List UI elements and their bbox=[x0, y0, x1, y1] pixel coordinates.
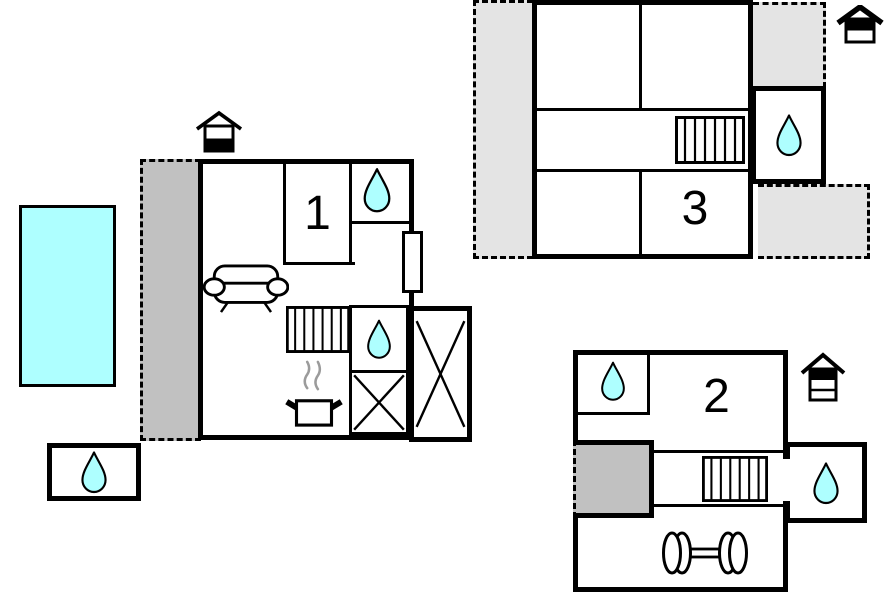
wall bbox=[537, 169, 748, 172]
crossed-box bbox=[349, 370, 409, 435]
wall bbox=[578, 412, 650, 415]
wall bbox=[349, 164, 352, 265]
terrace-strip bbox=[473, 0, 533, 259]
wall bbox=[654, 504, 783, 507]
balcony-strip bbox=[758, 184, 870, 259]
swimming-pool bbox=[19, 205, 116, 387]
doorway-opening bbox=[782, 459, 794, 501]
wall bbox=[639, 5, 642, 108]
water-drop-icon bbox=[363, 168, 391, 213]
bathroom bbox=[349, 305, 409, 373]
door bbox=[402, 231, 423, 293]
unit-2-label: 2 bbox=[703, 370, 730, 423]
unit-3-bathroom bbox=[751, 86, 826, 184]
wall bbox=[352, 221, 409, 224]
stairs-icon bbox=[702, 456, 768, 502]
wall bbox=[647, 355, 650, 415]
floor-level-ground-icon bbox=[195, 110, 243, 153]
floor-level-upper-icon bbox=[836, 5, 884, 44]
water-drop-icon bbox=[601, 361, 625, 401]
cooking-pot-icon bbox=[285, 360, 343, 427]
unit-1-label: 1 bbox=[304, 187, 331, 240]
unit-1-outline: 1 bbox=[198, 159, 414, 440]
terrace-strip bbox=[140, 159, 201, 441]
wall bbox=[283, 262, 355, 265]
wall bbox=[639, 172, 642, 254]
water-drop-icon bbox=[813, 461, 839, 504]
crossed-box-icon bbox=[414, 311, 467, 437]
unit-3-label: 3 bbox=[681, 182, 709, 235]
crossed-box-icon bbox=[352, 373, 406, 432]
annex-bathroom bbox=[47, 443, 141, 501]
wall bbox=[283, 164, 286, 264]
stairs-icon bbox=[675, 116, 745, 164]
stairs-icon bbox=[286, 306, 350, 353]
water-drop-icon bbox=[775, 114, 802, 157]
sofa-icon bbox=[203, 264, 289, 313]
wall bbox=[654, 450, 783, 453]
crossed-annex bbox=[409, 306, 472, 442]
wall bbox=[537, 108, 748, 111]
unit-3-outline: 3 bbox=[532, 0, 753, 259]
water-drop-icon bbox=[367, 319, 391, 359]
unit-2-bathroom bbox=[785, 442, 867, 523]
dumbbell-icon bbox=[662, 531, 748, 575]
floor-level-top-icon bbox=[800, 352, 846, 402]
storage-room bbox=[573, 440, 654, 518]
balcony-strip bbox=[753, 2, 826, 88]
water-drop-icon bbox=[81, 451, 107, 494]
